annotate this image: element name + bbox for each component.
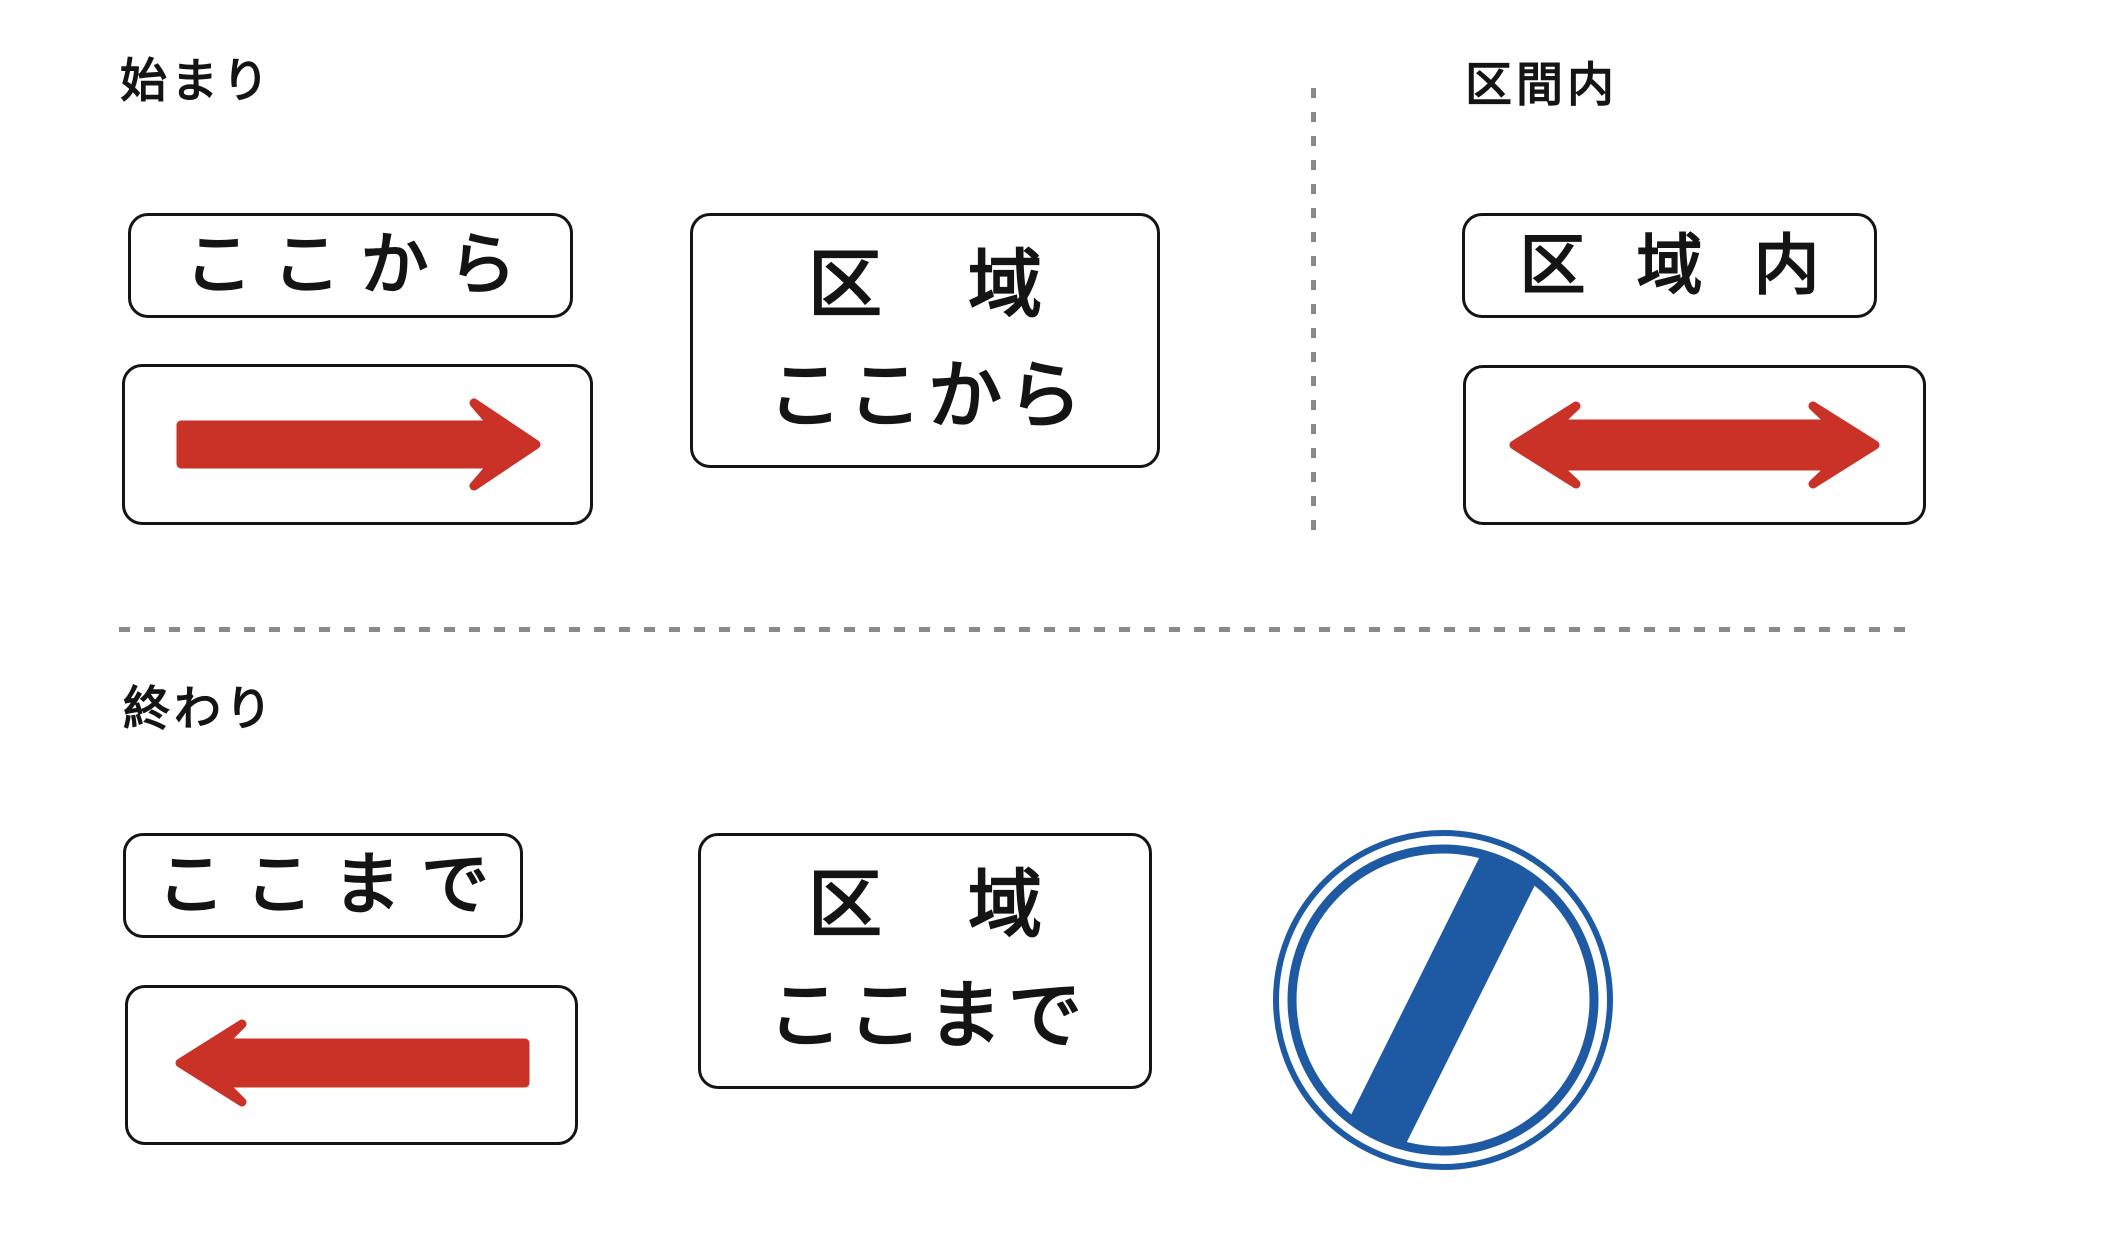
zone-inside-sign: 区 域 内 <box>1462 213 1877 318</box>
left-arrow-icon <box>175 1019 530 1107</box>
right-arrow-sign <box>122 364 593 525</box>
section-label-within: 区間内 <box>1465 58 1618 113</box>
horizontal-dashed-divider <box>119 627 1905 632</box>
left-arrow-sign <box>125 985 578 1145</box>
right-arrow-icon <box>176 398 541 491</box>
koko-made-sign-text: ここまで <box>156 845 509 925</box>
zone-inside-sign-text: 区 域 内 <box>1519 226 1834 304</box>
zone-until-here-sign: 区 域 ここまで <box>698 833 1152 1089</box>
zone-from-here-line1: 区 域 <box>808 241 1048 328</box>
zone-until-here-line1: 区 域 <box>808 862 1048 948</box>
koko-made-sign: ここまで <box>123 833 523 938</box>
vertical-dashed-divider <box>1311 88 1316 540</box>
zone-until-here-line2: ここまで <box>768 973 1088 1059</box>
end-of-restriction-sign <box>1268 825 1618 1175</box>
koko-kara-sign-text: ここから <box>184 225 537 305</box>
end-of-restriction-icon <box>1273 830 1613 1170</box>
zone-from-here-line2: ここから <box>768 352 1088 439</box>
double-arrow-sign <box>1463 365 1926 525</box>
double-arrow-icon <box>1509 401 1880 489</box>
zone-from-here-sign: 区 域 ここから <box>690 213 1160 468</box>
koko-kara-sign: ここから <box>128 213 573 318</box>
section-label-start: 始まり <box>120 54 273 109</box>
section-label-end: 終わり <box>123 682 276 737</box>
